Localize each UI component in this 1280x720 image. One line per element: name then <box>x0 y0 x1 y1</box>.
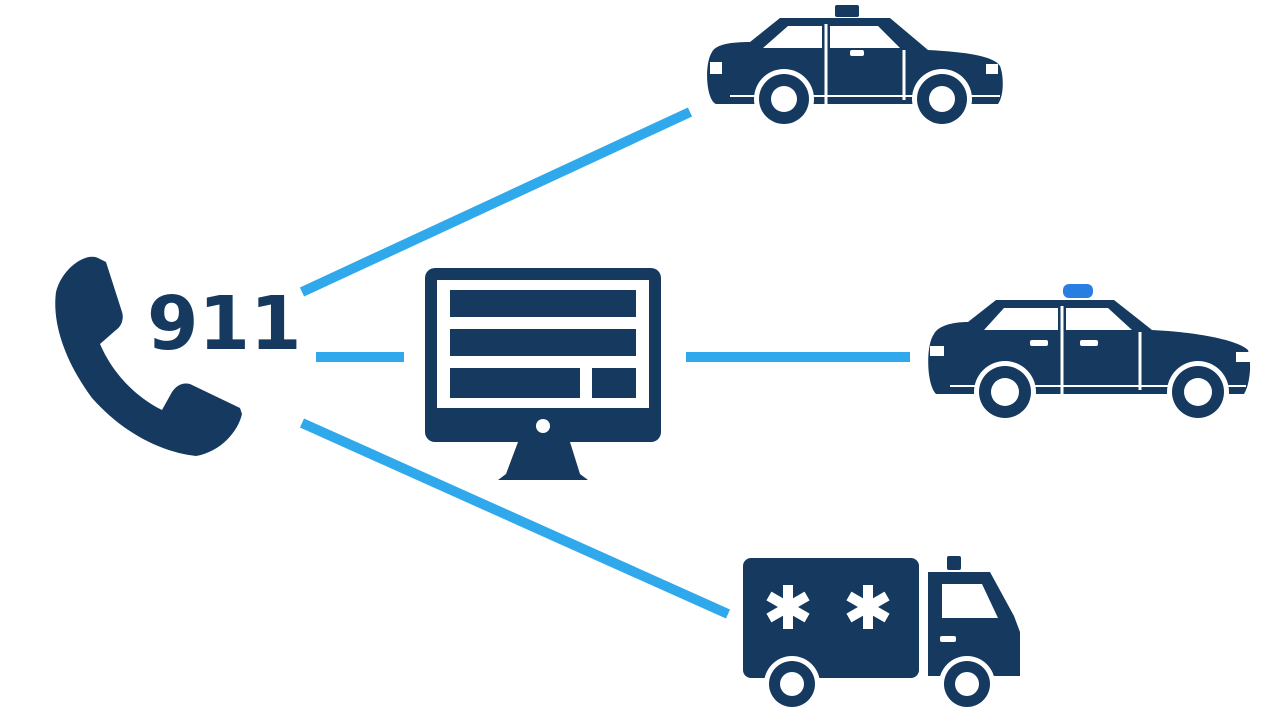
connector-to-ambulance <box>299 418 731 619</box>
medical-star-icon-1 <box>766 585 810 629</box>
monitor-screen-bar-2 <box>450 329 636 356</box>
ambulance-icon <box>743 556 1020 712</box>
blue-beacon-light <box>1063 284 1093 298</box>
monitor-screen-bar-1 <box>450 290 636 317</box>
medical-star-icon-2 <box>846 585 890 629</box>
monitor-screen-bar-4 <box>592 368 636 398</box>
computer-monitor-icon <box>425 268 661 480</box>
police-car-icon-middle <box>928 284 1251 423</box>
monitor-power-dot <box>536 419 550 433</box>
caller-number-label: 911 <box>147 281 301 367</box>
police-car-icon-top <box>707 5 1003 129</box>
connector-lines <box>299 107 910 619</box>
phone-handset-icon <box>55 256 242 456</box>
monitor-screen-bar-3 <box>450 368 580 398</box>
connector-to-top-car <box>299 107 693 297</box>
monitor-stand <box>498 442 588 480</box>
